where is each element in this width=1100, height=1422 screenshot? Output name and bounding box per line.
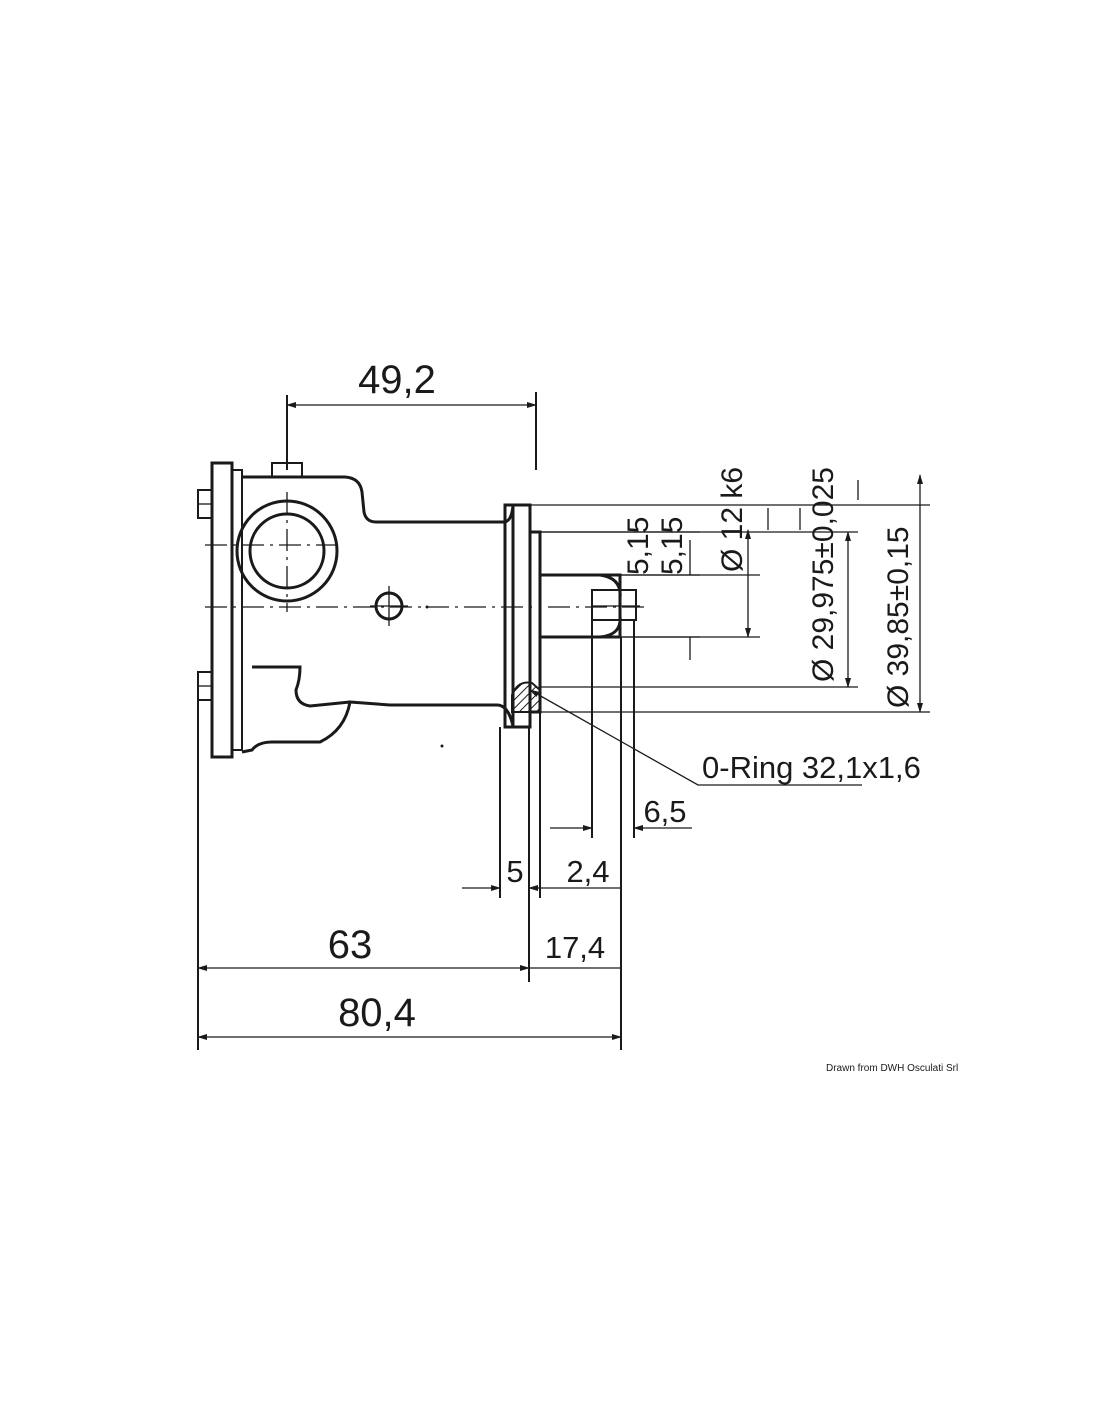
- dim-body-length: 63: [328, 923, 373, 967]
- pump-body: [197, 461, 640, 759]
- dim-total-length: 80,4: [338, 991, 416, 1035]
- dimension-labels: 49,2 63 80,4 17,4 5 2,4 6,5 0-Ring 32,1x…: [328, 358, 921, 1035]
- drawing-credit: Drawn from DWH Osculati Srl: [826, 1063, 959, 1074]
- dim-top-length: 49,2: [358, 358, 436, 402]
- shaft-end: [599, 573, 622, 639]
- dim-shaft-step: 2,4: [566, 854, 609, 889]
- dimension-lines: [197, 392, 930, 1050]
- left-flange-plate: [210, 461, 234, 759]
- o-ring-label: 0-Ring 32,1x1,6: [702, 750, 921, 785]
- centerlines: [205, 492, 646, 612]
- dim-key-upper: 5,15: [622, 517, 655, 575]
- dim-shaft-length: 17,4: [545, 930, 605, 965]
- dim-key-lower: 5,15: [656, 517, 689, 575]
- housing-lower-rib: [252, 665, 351, 708]
- keyway: [591, 589, 637, 621]
- o-ring-section: [511, 681, 541, 713]
- left-flange-plate-inner: [231, 469, 243, 751]
- dim-shaft-diameter: Ø 12 k6: [716, 467, 749, 572]
- dim-keyway-length: 6,5: [643, 794, 686, 829]
- dim-flange-diameter: Ø 39,85±0,15: [882, 526, 915, 708]
- dim-flange-thickness: 5: [506, 854, 523, 889]
- dim-pilot-diameter: Ø 29,975±0,025: [807, 467, 840, 682]
